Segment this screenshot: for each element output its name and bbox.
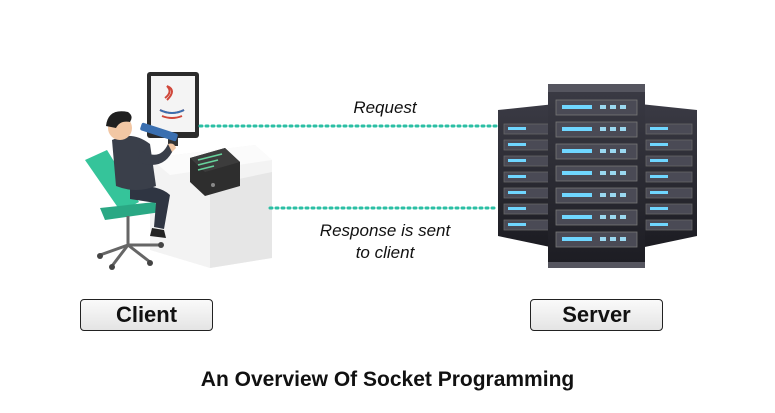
server-rack-right: [640, 104, 697, 248]
chair-icon: [85, 150, 164, 270]
server-rack-center: [548, 84, 645, 268]
response-label-line1: Response is sent: [319, 221, 451, 240]
cpu-box-icon: [190, 148, 240, 196]
desk: [150, 145, 272, 268]
client-label: Client: [115, 302, 178, 327]
server-label-box: Server: [530, 299, 663, 331]
diagram-title: An Overview Of Socket Programming: [200, 368, 575, 391]
client-label-box: Client: [80, 299, 213, 331]
response-label: Response is sent to client: [300, 220, 470, 264]
server-label: Server: [562, 302, 631, 327]
request-label: Request: [353, 98, 417, 117]
keyboard-icon: [140, 122, 178, 142]
response-label-line2: to client: [355, 243, 415, 262]
monitor-icon: [147, 72, 199, 146]
person-icon: [106, 111, 176, 238]
server-rack-left: [498, 104, 555, 248]
